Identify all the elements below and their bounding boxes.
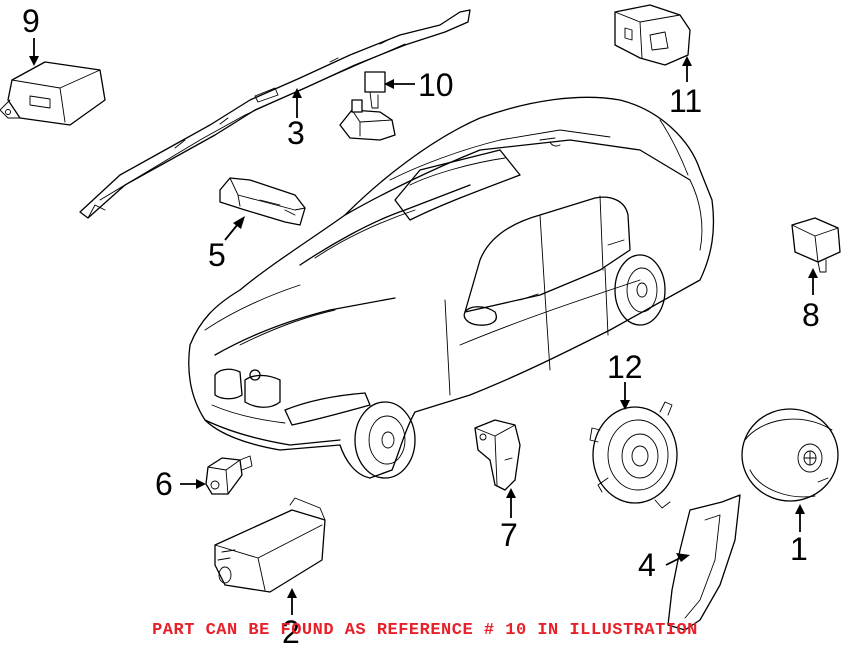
callout-9: 9 [22, 3, 40, 39]
callout-7: 7 [500, 517, 518, 553]
callout-11: 11 [669, 83, 702, 119]
part-11-sensor-module [614, 4, 691, 66]
part-10-impact-sensor [339, 71, 396, 141]
callout-arrows [29, 38, 818, 615]
callout-1: 1 [790, 531, 808, 567]
reference-note: PART CAN BE FOUND AS REFERENCE # 10 IN I… [152, 621, 698, 640]
callout-2: 2 [282, 614, 300, 649]
callout-10: 10 [418, 67, 454, 103]
callout-4: 4 [638, 547, 656, 583]
vehicle-illustration [188, 96, 715, 479]
callout-numbers: 9 3 10 11 5 8 6 12 7 1 4 2 [22, 3, 820, 649]
callout-3: 3 [287, 115, 305, 151]
part-12-clock-spring [589, 401, 678, 509]
part-7-side-impact-sensor [474, 419, 521, 491]
kidney-grille [214, 368, 281, 408]
part-4-seat-airbag [667, 494, 741, 631]
part-5-knee-airbag [219, 177, 306, 226]
part-9-control-module [0, 61, 106, 126]
part-2-passenger-airbag [214, 497, 326, 593]
part-6-front-sensor [205, 455, 253, 495]
part-8-side-sensor [791, 217, 841, 273]
callout-8: 8 [802, 297, 820, 333]
callout-12: 12 [607, 349, 643, 385]
part-3-curtain-airbag [79, 9, 471, 219]
callout-5: 5 [208, 237, 226, 273]
callout-6: 6 [155, 466, 173, 502]
part-1-driver-airbag [741, 408, 839, 502]
